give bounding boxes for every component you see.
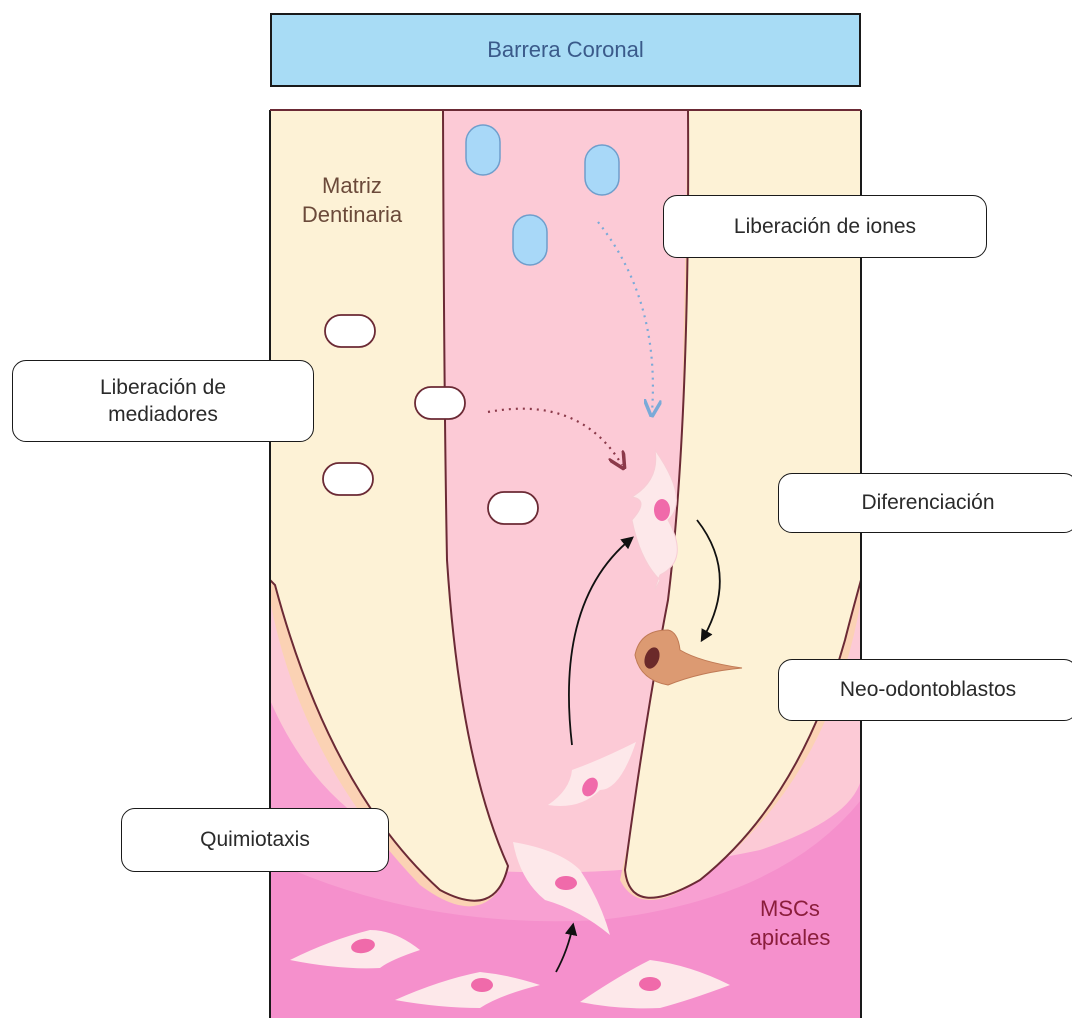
coronal-barrier-label: Barrera Coronal [487, 37, 644, 63]
ion-capsule [585, 145, 619, 195]
apical-mscs-label: MSCs apicales [730, 895, 850, 952]
ion-capsule [466, 125, 500, 175]
neo-odontoblasts-callout: Neo-odontoblastos [778, 659, 1072, 721]
differentiation-callout: Diferenciación [778, 473, 1072, 533]
chemotaxis-callout-label: Quimiotaxis [200, 826, 310, 853]
ion-capsule [513, 215, 547, 265]
differentiation-callout-label: Diferenciación [861, 489, 994, 516]
mediator-capsule [415, 387, 465, 419]
neo-odontoblasts-callout-label: Neo-odontoblastos [840, 676, 1016, 703]
coronal-barrier: Barrera Coronal [270, 13, 861, 87]
ions-callout: Liberación de iones [663, 195, 987, 258]
mediator-capsule [488, 492, 538, 524]
chemotaxis-callout: Quimiotaxis [121, 808, 389, 872]
mediator-capsule [325, 315, 375, 347]
mediators-callout-label: Liberación de mediadores [100, 374, 226, 429]
dentin-matrix-label: Matriz Dentinaria [282, 172, 422, 229]
mediator-capsule [323, 463, 373, 495]
mediators-callout: Liberación de mediadores [12, 360, 314, 442]
ions-callout-label: Liberación de iones [734, 213, 916, 240]
